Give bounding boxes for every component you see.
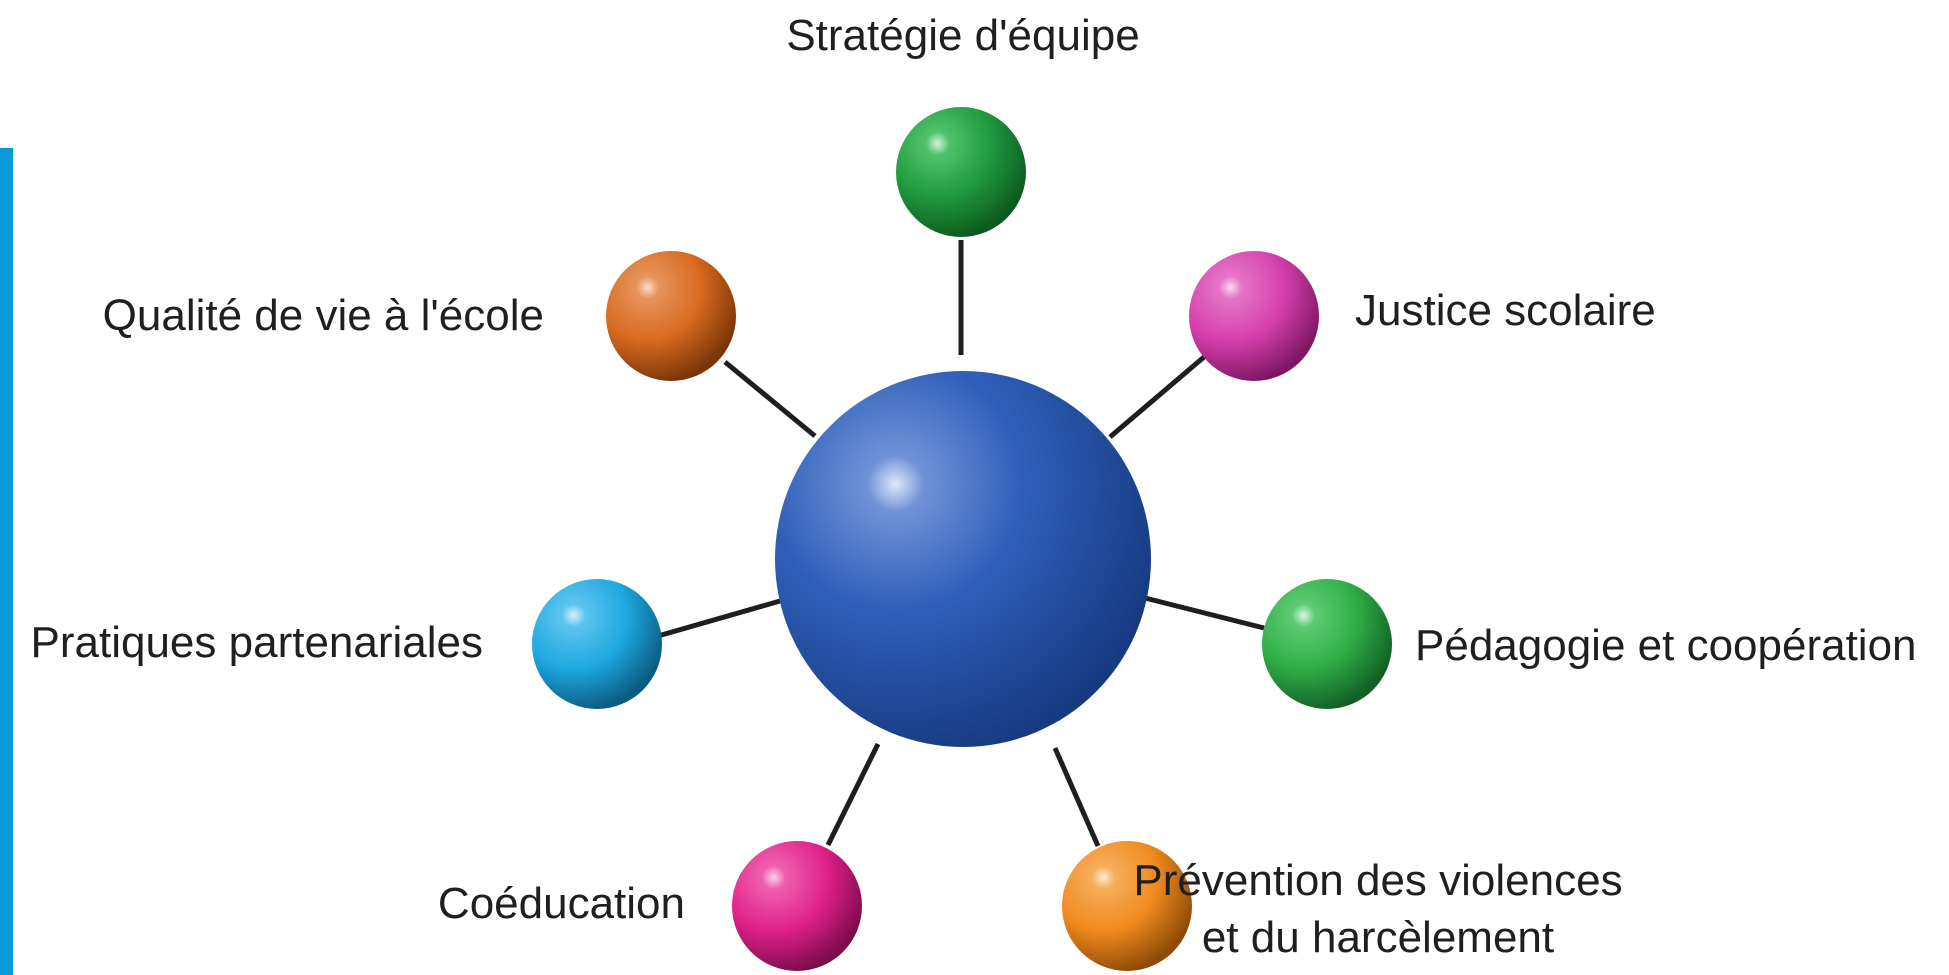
connector-prevention [1052, 746, 1101, 848]
connector-pedagogie [1144, 595, 1265, 631]
connector-coeducation [825, 742, 881, 847]
sphere-prevention [1062, 841, 1192, 971]
sphere-justice [1189, 251, 1319, 381]
label-prevention-line1: Prévention des violences [1133, 856, 1622, 905]
connector-justice [1108, 355, 1206, 439]
label-pedagogie: Pédagogie et coopération [1415, 621, 1917, 670]
sphere-coeducation [732, 841, 862, 971]
connector-pratiques [657, 598, 781, 639]
label-qualite: Qualité de vie à l'école [103, 291, 544, 340]
label-strategie: Stratégie d'équipe [786, 11, 1139, 60]
left-accent-bar [0, 148, 13, 975]
sphere-pedagogie [1262, 579, 1392, 709]
connector-qualite [723, 360, 817, 438]
label-prevention-line2: et du harcèlement [1202, 913, 1554, 962]
sphere-qualite [606, 251, 736, 381]
connector-lines [657, 240, 1265, 848]
label-coeducation: Coéducation [438, 879, 685, 928]
label-justice: Justice scolaire [1355, 286, 1656, 335]
sphere-pratiques [532, 579, 662, 709]
central-sphere [775, 371, 1151, 747]
label-pratiques: Pratiques partenariales [31, 618, 483, 667]
sphere-strategie [896, 107, 1026, 237]
